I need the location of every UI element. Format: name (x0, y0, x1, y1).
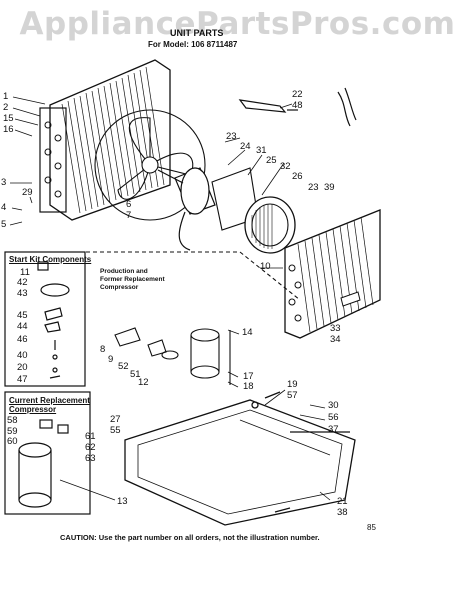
callout-23: 23 (226, 131, 237, 142)
callout-55: 55 (110, 425, 121, 436)
callout-19: 19 (287, 379, 298, 390)
callout-40: 40 (17, 350, 28, 361)
callout-1: 1 (3, 91, 9, 102)
fan-motor (157, 167, 216, 251)
callout-63: 63 (85, 453, 96, 464)
callout-14: 14 (242, 327, 253, 338)
callout-16: 16 (3, 124, 14, 135)
callout-25: 25 (266, 155, 277, 166)
callout-43: 43 (17, 288, 28, 299)
callout-8: 8 (100, 344, 106, 355)
top-bracket (238, 87, 357, 127)
callout-46: 46 (17, 334, 28, 345)
callout-45: 45 (17, 310, 28, 321)
callout-31: 31 (256, 145, 267, 156)
callout-18: 18 (243, 381, 254, 392)
current-compressor-title: Current Replacement Compressor (9, 396, 90, 414)
watermark: AppliancePartsPros.com (19, 6, 456, 42)
callout-17: 17 (243, 371, 254, 382)
callout-48: 48 (292, 100, 303, 111)
callout-37: 37 (328, 424, 339, 435)
diagram-title: UNIT PARTS (170, 28, 224, 38)
callout-38: 38 (337, 507, 348, 518)
callout-42: 42 (17, 277, 28, 288)
leader-lines (9, 96, 331, 501)
callout-12: 12 (138, 377, 149, 388)
callout-6: 6 (126, 199, 132, 210)
callout-27: 27 (110, 414, 121, 425)
callout-10: 10 (260, 261, 271, 272)
start-kit-title: Start Kit Components (9, 255, 92, 264)
callout-15: 15 (3, 113, 14, 124)
callout-5: 5 (1, 219, 7, 230)
callout-32: 32 (280, 161, 291, 172)
base-pan (124, 391, 356, 526)
callout-3: 3 (1, 177, 7, 188)
callout-59: 59 (7, 426, 18, 437)
start-kit-box (4, 251, 86, 387)
callout-58: 58 (7, 415, 18, 426)
model-line: For Model: 106 8711487 (148, 40, 238, 49)
blower-assembly (211, 167, 296, 254)
callout-26: 26 (292, 171, 303, 182)
callout-13: 13 (117, 496, 128, 507)
caution-note: CAUTION: Use the part number on all orde… (60, 533, 320, 542)
callout-7: 7 (126, 210, 132, 221)
evaporator-coil (284, 209, 381, 339)
callout-47: 47 (17, 374, 28, 385)
callout-20: 20 (17, 362, 28, 373)
page-code: 85 (367, 523, 376, 532)
production-compressor (86, 251, 301, 385)
callout-21: 21 (337, 496, 348, 507)
callout-9: 9 (108, 354, 114, 365)
production-compressor-note: Production and Former Replacement Compre… (100, 268, 165, 291)
callout-61: 61 (85, 431, 96, 442)
callout-44: 44 (17, 321, 28, 332)
callout-56: 56 (328, 412, 339, 423)
callout-52: 52 (118, 361, 129, 372)
callout-24: 24 (240, 141, 251, 152)
callout-57: 57 (287, 390, 298, 401)
callout-2: 2 (3, 102, 9, 113)
callout-39: 39 (324, 182, 335, 193)
callout-33: 33 (330, 323, 341, 334)
callout-23: 23 (308, 182, 319, 193)
callout-51: 51 (130, 369, 141, 380)
callout-11: 11 (20, 267, 30, 278)
callout-22: 22 (292, 89, 303, 100)
callout-34: 34 (330, 334, 341, 345)
callout-29: 29 (22, 187, 33, 198)
callout-30: 30 (328, 400, 339, 411)
callout-4: 4 (1, 202, 7, 213)
callout-60: 60 (7, 436, 18, 447)
callout-62: 62 (85, 442, 96, 453)
current-compressor-box (4, 391, 91, 515)
